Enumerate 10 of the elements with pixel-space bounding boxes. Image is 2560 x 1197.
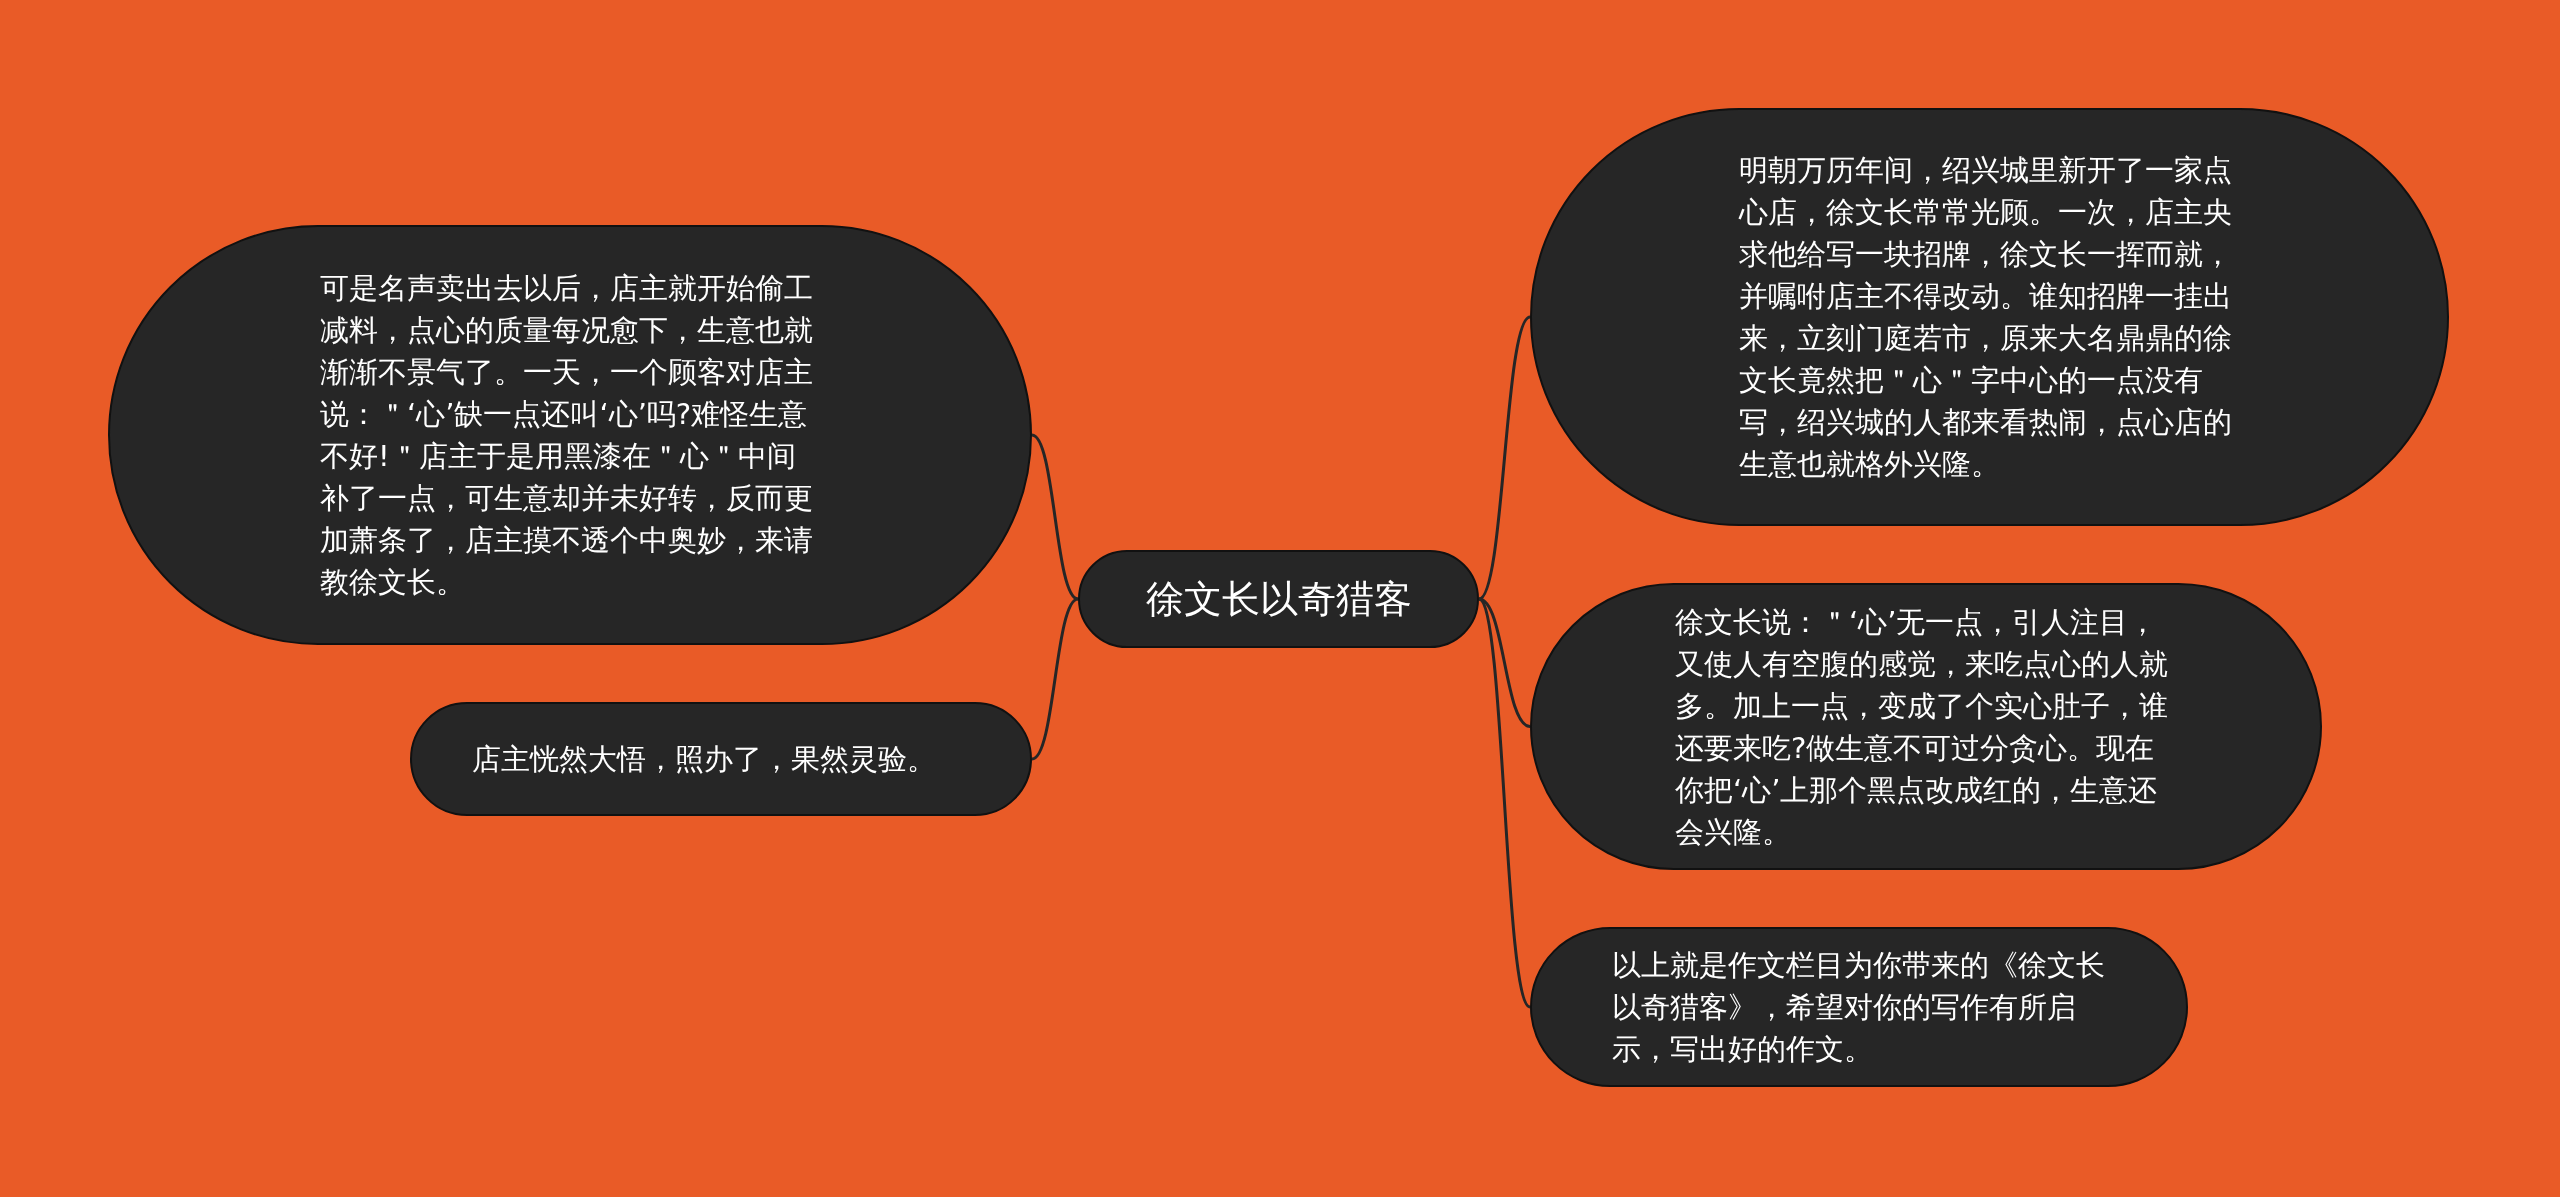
connector-line: [1477, 315, 1532, 601]
connector-line: [1477, 598, 1532, 1008]
note-text: 以上就是作文栏目为你带来的《徐文长以奇猎客》，希望对你的写作有所启示，写出好的作文。: [1612, 947, 2106, 1068]
connector-line: [1031, 433, 1079, 601]
note-text: 可是名声卖出去以后，店主就开始偷工减料，点心的质量每况愈下，生意也就渐渐不景气了。一天，一个顾客对店主说：＂‘心’缺一点还叫‘心’吗?难怪生意不好!＂店主于是用黑漆在＂心＂中间补了一点，可生意却并未好转，反而更加萧条了，店主摸不透个中奥妙，来请教徐文长。: [320, 270, 814, 601]
connector-line: [1031, 597, 1079, 761]
note-text: 徐文长说：＂‘心’无一点，引人注目，又使人有空腹的感觉，来吃点心的人就多。加上一点，变成了个实心肚子，谁还要来吃?做生意不可过分贪心。现在你把‘心’上那个黑点改成红的，生意还会兴隆。: [1675, 603, 2169, 851]
note-text: 店主恍然大悟，照办了，果然灵验。: [472, 741, 937, 778]
note-text: 明朝万历年间，绍兴城里新开了一家点心店，徐文长常常光顾。一次，店主央求他给写一块招牌，徐文长一挥而就，并嘱咐店主不得改动。谁知招牌一挂出来，立刻门庭若市，原来大名鼎鼎的徐文长竟然把＂心＂字中心的一点没有写，绍兴城的人都来看热闹，点心店的生意也就格外兴隆。: [1739, 152, 2233, 483]
topic-title: 徐文长以奇猎客: [1145, 576, 1412, 622]
